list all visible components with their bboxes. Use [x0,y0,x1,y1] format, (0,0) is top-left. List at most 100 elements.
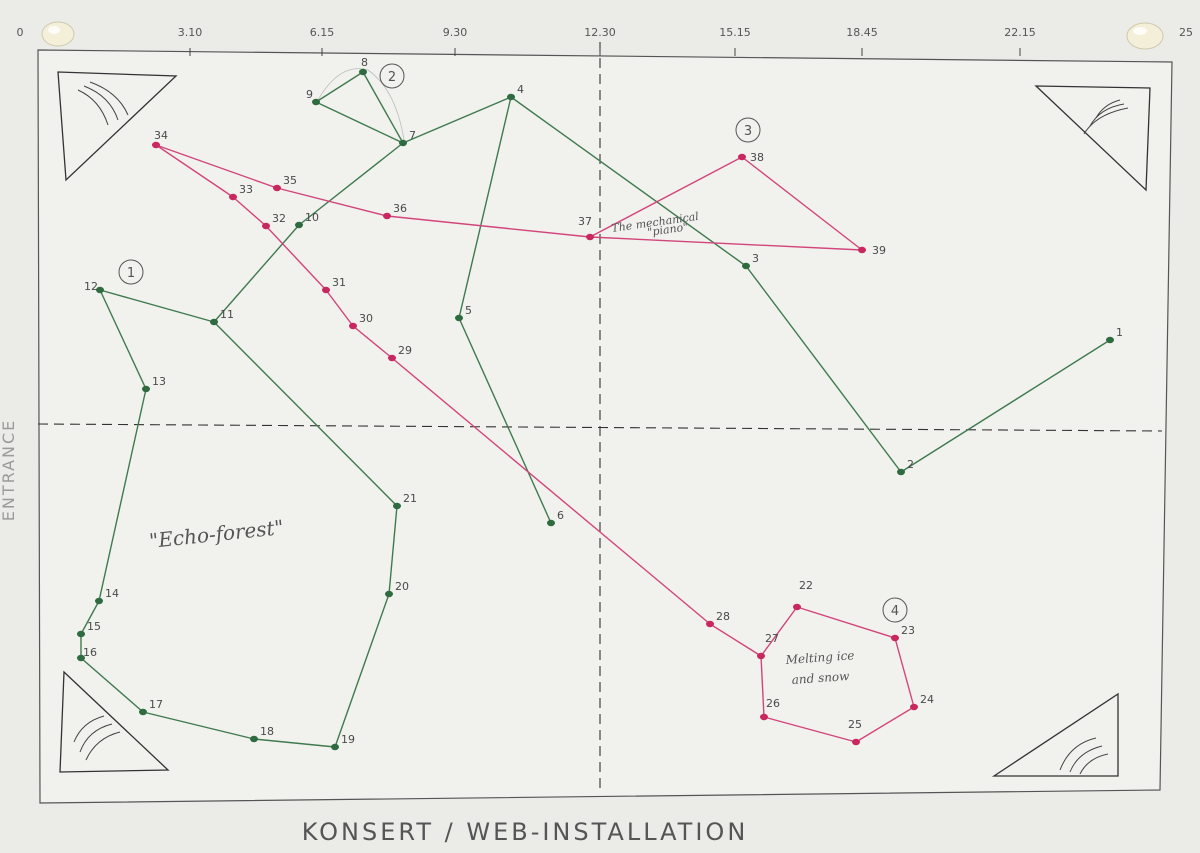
pink-point-32 [262,222,270,230]
green-point-16 [77,654,85,662]
green-point-19 [331,743,339,751]
green-point-label: 2 [907,458,914,471]
green-path-segment [388,505,398,595]
green-point-20 [385,590,393,598]
pink-point-30 [349,322,357,330]
ruler-tick-label: 0 [17,26,24,39]
pink-point-label: 39 [872,244,886,257]
pink-point-26 [760,713,768,721]
pink-point-29 [388,354,396,362]
pink-point-34 [152,141,160,149]
green-point-1 [1106,336,1114,344]
green-path [80,71,1111,748]
pink-path-segment [155,144,234,198]
ruler-tick-label: 22.15 [1004,26,1036,39]
green-path-segment [900,339,1111,473]
green-path-segment [315,71,364,103]
green-point-5 [455,314,463,322]
green-path-segment [253,738,336,748]
pink-point-27 [757,652,765,660]
speaker-bottom-right [991,692,1119,777]
speaker-bottom-left [59,670,170,773]
green-point-12 [96,286,104,294]
pink-path-segment [391,357,711,625]
pink-path-segment [232,196,267,227]
pink-point-label: 26 [766,697,780,710]
zone-marker-1: 1 [118,259,144,285]
green-point-label: 7 [409,129,416,142]
green-path-segment [458,317,552,524]
green-point-13 [142,385,150,393]
pink-point-37 [586,233,594,241]
pin-top-left [41,21,75,47]
green-point-label: 11 [220,308,234,321]
green-point-label: 16 [83,646,97,659]
pink-point-label: 25 [848,718,862,731]
green-point-label: 1 [1116,326,1123,339]
pink-point-label: 38 [750,151,764,164]
pink-path-segment [589,156,743,238]
ice-label-line2: and snow [791,669,850,687]
zone-marker-3: 3 [735,117,761,143]
pink-path-segment [155,144,278,189]
green-point-14 [95,597,103,605]
green-path-segment [362,71,404,144]
pink-path-segment [796,606,896,639]
pink-path-segment [352,325,393,359]
green-point-label: 19 [341,733,355,746]
horizontal-axis [37,423,1163,432]
green-path-segment [458,96,512,319]
green-path-segment [334,593,390,748]
green-point-label: 3 [752,252,759,265]
pink-point-label: 24 [920,693,934,706]
pink-point-label: 33 [239,183,253,196]
pink-point-label: 27 [765,632,779,645]
pink-point-label: 22 [799,579,813,592]
pink-point-36 [383,212,391,220]
green-point-label: 17 [149,698,163,711]
pink-path-segment [894,637,915,708]
pink-point-label: 28 [716,610,730,623]
green-point-label: 14 [105,587,119,600]
pink-point-label: 29 [398,344,412,357]
pink-path-segment [855,706,915,743]
green-point-label: 4 [517,83,524,96]
green-point-21 [393,502,401,510]
green-point-2 [897,468,905,476]
svg-text:4: 4 [891,604,899,619]
green-point-6 [547,519,555,527]
pink-path-segment [325,289,354,327]
pink-point-label: 35 [283,174,297,187]
green-point-11 [210,318,218,326]
green-path-segment [298,142,404,226]
zone-marker-4: 4 [882,597,908,623]
entrance-label: ENTRANCE [0,419,18,522]
pink-path-segment [386,215,591,238]
green-path-segment [745,265,902,473]
green-point-4 [507,93,515,101]
green-point-label: 9 [306,88,313,101]
green-point-15 [77,630,85,638]
pink-point-label: 30 [359,312,373,325]
ruler-tick-label: 3.10 [178,26,203,39]
bottom-title: KONSERT / WEB-INSTALLATION [302,818,749,846]
pink-point-38 [738,153,746,161]
green-point-label: 8 [361,56,368,69]
green-point-label: 5 [465,304,472,317]
pink-point-label: 31 [332,276,346,289]
zone-marker-2: 2 [379,63,405,89]
pin-top-right [1126,22,1164,50]
green-path-segment [315,101,404,144]
green-path-segment [402,96,512,144]
svg-text:2: 2 [388,70,396,85]
green-path-segment [98,388,147,602]
green-path-segment [80,657,144,713]
pink-path-segment [265,225,327,291]
green-point-label: 20 [395,580,409,593]
green-path-segment [80,600,100,635]
svg-text:3: 3 [744,124,752,139]
